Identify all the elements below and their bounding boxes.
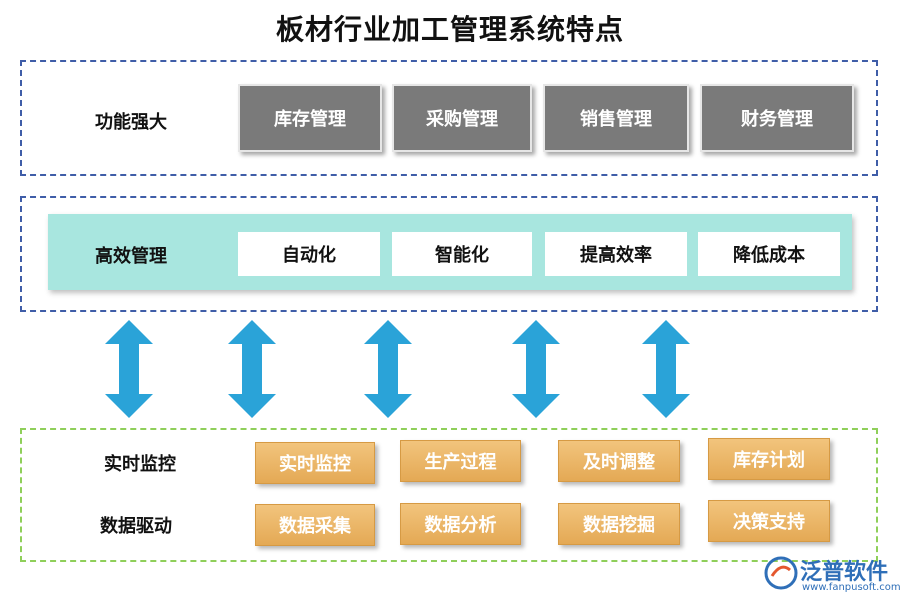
feature-panel-monitoring <box>20 428 878 562</box>
page-title: 板材行业加工管理系统特点 <box>275 13 624 46</box>
feature-box-cost-reduction: 降低成本 <box>698 232 840 276</box>
feature-box-inventory: 库存管理 <box>238 84 382 152</box>
double-arrow-icon <box>105 320 153 418</box>
double-arrow-icon <box>364 320 412 418</box>
feature-box-data-collection: 数据采集 <box>255 504 375 546</box>
feature-box-finance: 财务管理 <box>700 84 854 152</box>
brand-logo: 泛普软件 www.fanpusoft.com <box>764 554 900 596</box>
feature-box-intelligence: 智能化 <box>392 232 532 276</box>
feature-box-realtime-monitoring: 实时监控 <box>255 442 375 484</box>
section-label-data-driven: 数据驱动 <box>100 516 172 537</box>
feature-box-timely-adjustment: 及时调整 <box>558 440 680 482</box>
feature-box-purchasing: 采购管理 <box>392 84 532 152</box>
section-label-monitoring: 实时监控 <box>104 454 176 475</box>
feature-panel-efficient <box>20 196 878 312</box>
logo-name: 泛普软件 <box>800 560 889 585</box>
feature-box-production-process: 生产过程 <box>400 440 521 482</box>
section-label-efficient: 高效管理 <box>95 246 167 267</box>
feature-box-data-analysis: 数据分析 <box>400 503 521 545</box>
feature-panel-powerful <box>20 60 878 176</box>
feature-box-data-mining: 数据挖掘 <box>558 503 680 545</box>
feature-box-inventory-plan: 库存计划 <box>708 438 830 480</box>
feature-box-automation: 自动化 <box>238 232 380 276</box>
double-arrow-icon <box>228 320 276 418</box>
double-arrow-icon <box>512 320 560 418</box>
feature-box-efficiency: 提高效率 <box>545 232 687 276</box>
feature-box-decision-support: 决策支持 <box>708 500 830 542</box>
double-arrow-icon <box>642 320 690 418</box>
fanpu-logo-icon <box>764 556 798 590</box>
section-label-powerful: 功能强大 <box>95 112 167 133</box>
feature-box-sales: 销售管理 <box>543 84 689 152</box>
logo-url: www.fanpusoft.com <box>802 582 900 593</box>
